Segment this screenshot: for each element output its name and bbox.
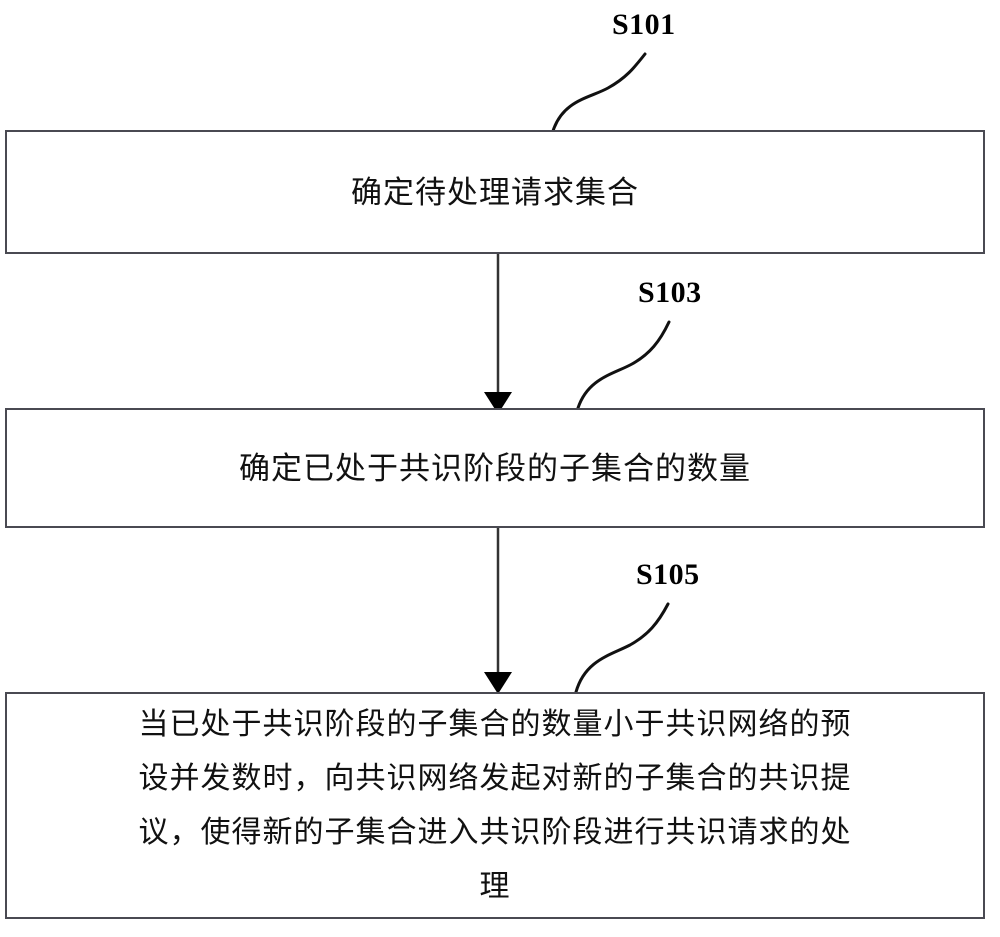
step-box-s105-text: 当已处于共识阶段的子集合的数量小于共识网络的预 设并发数时，向共识网络发起对新的… bbox=[138, 707, 852, 903]
step-label-s101: S101 bbox=[612, 8, 676, 41]
arrow-s101-s103-head bbox=[484, 392, 512, 414]
leader-s103-curve bbox=[576, 320, 671, 410]
step-box-s101: 确定待处理请求集合 bbox=[5, 130, 985, 254]
step-box-s101-text: 确定待处理请求集合 bbox=[351, 174, 639, 210]
arrow-s103-s105-head bbox=[484, 672, 512, 694]
step-label-s103: S103 bbox=[638, 276, 702, 309]
leader-s101-curve bbox=[551, 52, 647, 133]
step-box-s105: 当已处于共识阶段的子集合的数量小于共识网络的预 设并发数时，向共识网络发起对新的… bbox=[5, 692, 985, 919]
step-box-s103-text: 确定已处于共识阶段的子集合的数量 bbox=[239, 450, 751, 486]
leader-s105-curve bbox=[574, 602, 670, 694]
step-label-s105: S105 bbox=[636, 558, 700, 591]
step-box-s103: 确定已处于共识阶段的子集合的数量 bbox=[5, 408, 985, 528]
